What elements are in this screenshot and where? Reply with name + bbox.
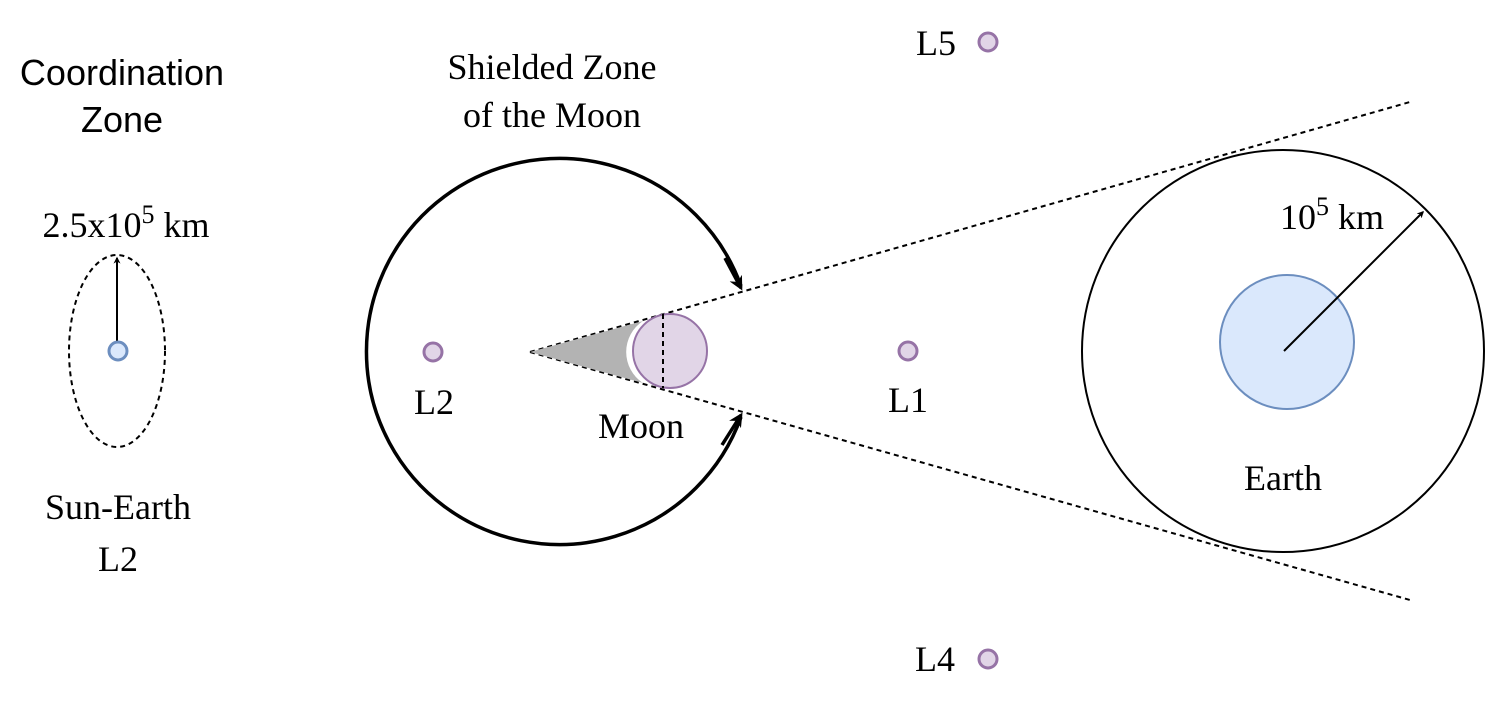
l2-point	[422, 341, 444, 363]
sun-earth-l2-point	[107, 340, 129, 362]
l2-label: L2	[414, 382, 454, 422]
coordination-zone-title-line1: Coordination	[20, 52, 224, 93]
coordination-zone-radius-label: 2.5x105 km	[42, 200, 209, 245]
l4-label: L4	[915, 639, 955, 679]
earth-body	[1219, 274, 1355, 410]
l1-label: L1	[888, 380, 928, 420]
l5-label: L5	[916, 23, 956, 63]
coordination-zone-ellipse	[68, 254, 166, 448]
shielded-zone-arc	[364, 156, 743, 547]
sun-earth-l2-label-line1: Sun-Earth	[45, 487, 191, 527]
earth-zone-circle	[1081, 149, 1485, 553]
sun-earth-l2-label-line2: L2	[98, 539, 138, 579]
earth-label: Earth	[1244, 458, 1322, 498]
shielded-zone-arrow-lower	[720, 412, 743, 446]
earth-zone-radius-arrow	[1283, 211, 1424, 352]
earth-zone-radius-label: 105 km	[1280, 192, 1384, 237]
l5-point	[977, 31, 999, 53]
moon-shadow-region	[530, 321, 643, 383]
l4-point	[977, 648, 999, 670]
shielded-zone-title-line1: Shielded Zone	[448, 47, 657, 87]
coordination-zone-title-line2: Zone	[81, 99, 163, 140]
shielded-zone-title-line2: of the Moon	[463, 95, 641, 135]
moon-label: Moon	[598, 406, 684, 446]
shielded-zone-arrow-upper	[723, 257, 743, 291]
moon-body	[632, 313, 708, 389]
l1-point	[897, 340, 919, 362]
